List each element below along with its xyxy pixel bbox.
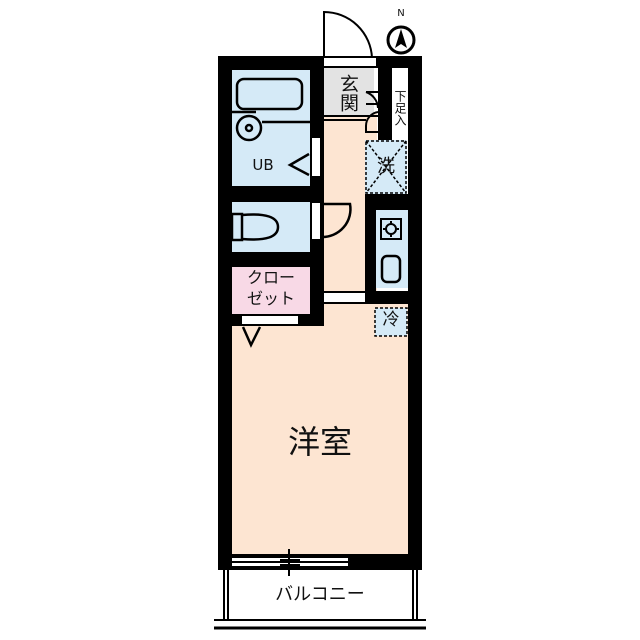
shoe-box-top-mark	[393, 72, 407, 75]
stove-icon	[380, 218, 402, 240]
washbasin-icon	[235, 114, 263, 142]
wall-kitchen-left	[365, 194, 376, 294]
bath-label: UB	[252, 156, 274, 174]
entrance-label: 玄関	[337, 74, 359, 112]
wall-toilet-bottom	[218, 252, 324, 267]
western-room	[232, 304, 408, 554]
toilet-door-swing-icon	[321, 202, 352, 239]
wall-left	[218, 56, 232, 570]
wall-bath-bottom	[218, 186, 324, 202]
shoe-box-label: 下足入	[393, 90, 407, 126]
front-door-gap	[324, 56, 376, 68]
north-compass-icon	[386, 25, 416, 55]
sink-icon	[380, 254, 402, 284]
shoe-box	[392, 88, 408, 130]
toilet-door-gap[interactable]	[312, 203, 320, 239]
closet-label-line1: クロー	[246, 268, 295, 287]
hall-room-door-gap[interactable]	[324, 293, 365, 302]
bath-door-icon	[287, 152, 310, 177]
front-door-swing-icon	[323, 10, 373, 59]
wall-right	[408, 56, 422, 570]
closet	[232, 267, 310, 314]
entrance-step-icon	[324, 91, 379, 133]
toilet	[232, 202, 310, 252]
wall-kitchen-top	[365, 194, 408, 210]
compass-label: N	[397, 8, 405, 19]
fridge-space	[375, 308, 407, 336]
fridge-label: 冷	[382, 310, 400, 330]
bath-door-gap[interactable]	[312, 138, 320, 176]
washer-icon	[365, 140, 407, 194]
bathtub-icon	[232, 77, 310, 124]
balcony-railing-icon	[214, 570, 426, 630]
closet-door-icon	[241, 326, 262, 348]
wall-top-left	[218, 56, 324, 70]
wall-shoebox-left	[378, 68, 392, 140]
fridge-outline-icon	[374, 307, 408, 337]
western-room-label: 洋室	[287, 423, 352, 461]
washer-label: 洗	[377, 156, 395, 177]
toilet-icon	[230, 212, 280, 242]
entrance	[324, 68, 374, 116]
closet-label-line2: ゼット	[246, 289, 295, 308]
balcony-label: バルコニー	[275, 584, 365, 605]
window-sash-icon	[232, 549, 348, 576]
closet-door-gap[interactable]	[242, 316, 298, 324]
